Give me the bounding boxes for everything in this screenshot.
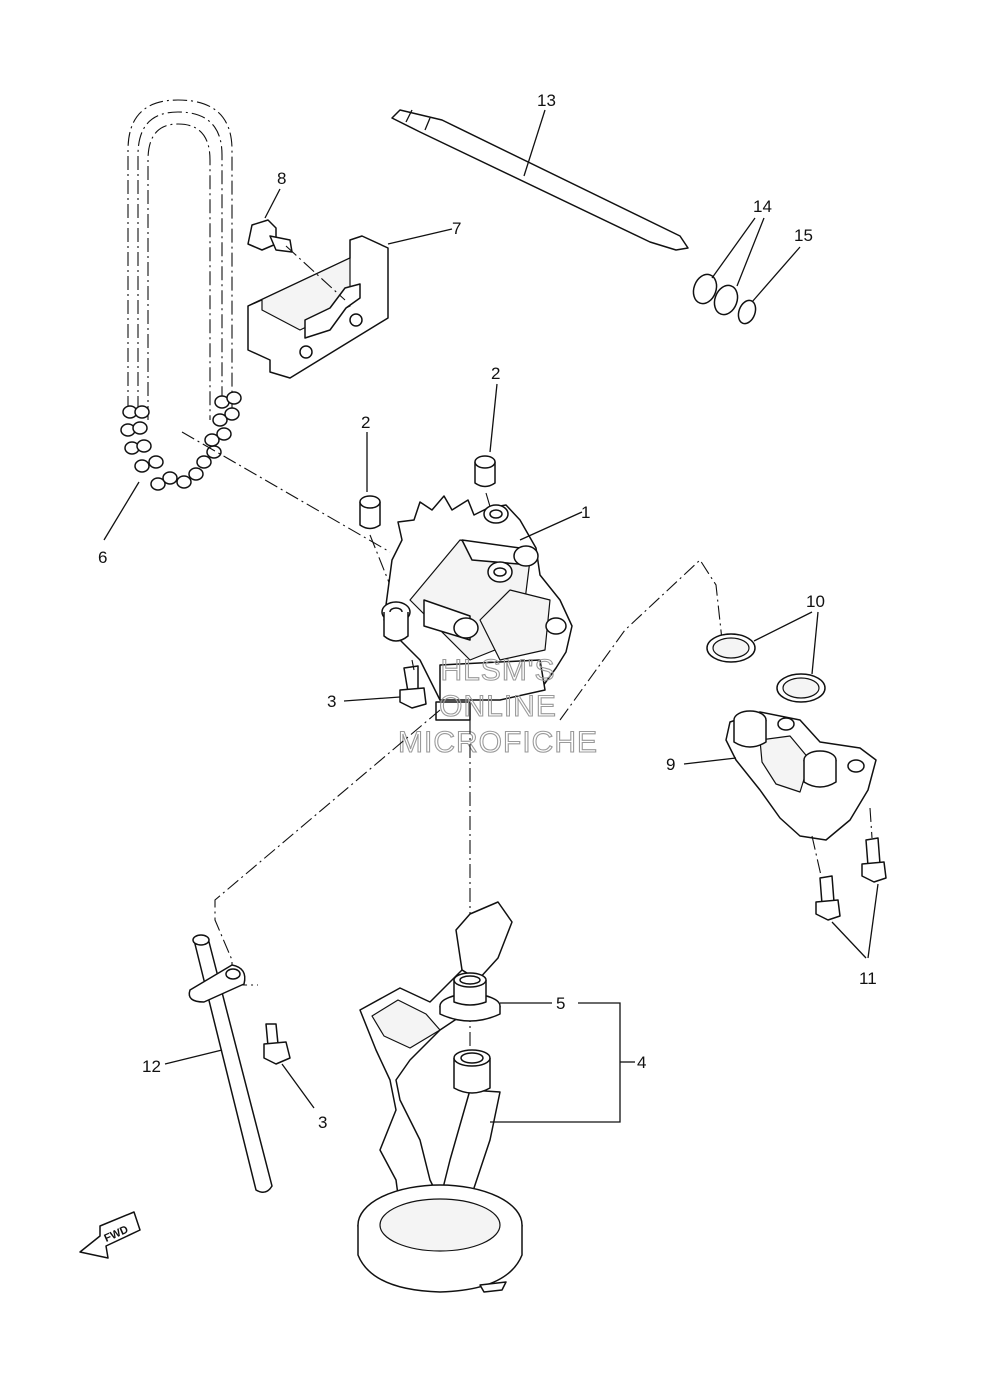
callout-11: 11 — [859, 969, 877, 988]
dowel-pin-right — [474, 455, 496, 488]
bolt-11-left — [815, 875, 841, 921]
watermark-line-1: HLSM'S — [440, 654, 555, 687]
callout-9: 9 — [666, 755, 675, 774]
callout-10: 10 — [806, 592, 825, 611]
bolt-11-right — [861, 837, 887, 883]
pump-drive-shaft — [391, 109, 689, 251]
callout-3-lower: 3 — [318, 1113, 327, 1132]
callout-4: 4 — [637, 1053, 646, 1072]
callout-2-left: 2 — [361, 413, 370, 432]
bolt-3-lower — [263, 1023, 291, 1065]
o-rings — [692, 273, 757, 325]
oil-strainer — [357, 901, 523, 1293]
callout-5: 5 — [556, 994, 565, 1013]
gaskets-10 — [706, 633, 826, 703]
callout-1: 1 — [581, 503, 590, 522]
forward-direction-arrow: FWD — [79, 1211, 141, 1259]
callout-12: 12 — [142, 1057, 161, 1076]
bolt-3-upper — [399, 665, 427, 709]
chain-guide — [247, 235, 389, 379]
strainer-fitting-upper — [439, 972, 501, 1022]
callout-13: 13 — [537, 91, 556, 110]
callout-7: 7 — [452, 219, 461, 238]
watermark-line-2: ONLINE — [439, 690, 557, 723]
strainer-fitting-lower — [453, 1049, 491, 1094]
callout-2-right: 2 — [491, 364, 500, 383]
union-pipe — [725, 710, 877, 841]
oil-pump-assembly — [381, 495, 573, 721]
callout-14: 14 — [753, 197, 772, 216]
callout-6: 6 — [98, 548, 107, 567]
dowel-pin-left — [359, 495, 381, 530]
callout-8: 8 — [277, 169, 286, 188]
drive-chain — [120, 99, 242, 491]
bolt-8 — [247, 219, 293, 253]
watermark-line-3: MICROFICHE — [398, 726, 598, 759]
watermark: HLSM'S ONLINE MICROFICHE — [397, 653, 598, 759]
oil-pipe — [188, 934, 273, 1193]
callout-15: 15 — [794, 226, 813, 245]
callout-3-upper: 3 — [327, 692, 336, 711]
